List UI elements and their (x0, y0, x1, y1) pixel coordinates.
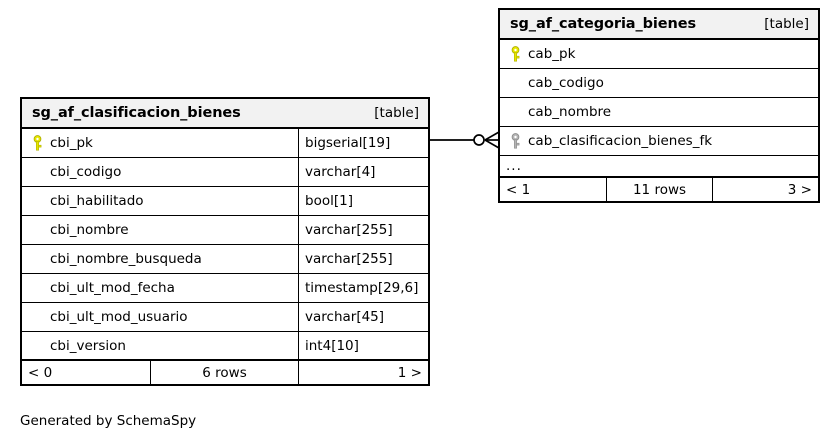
table-row[interactable]: cbi_nombre varchar[255] (22, 216, 428, 245)
column-label: cab_nombre (528, 104, 612, 120)
column-label: cab_pk (528, 46, 576, 62)
column-name-cell: cab_nombre (500, 98, 818, 126)
entity-title: sg_af_clasificacion_bienes (32, 105, 241, 121)
column-label: cbi_nombre_busqueda (50, 251, 202, 267)
primary-key-icon (507, 45, 524, 63)
column-type-cell: bigserial[19] (298, 129, 428, 157)
table-row[interactable]: cbi_nombre_busqueda varchar[255] (22, 245, 428, 274)
row-count-label: 6 rows (150, 361, 298, 384)
table-row[interactable]: cbi_ult_mod_usuario varchar[45] (22, 303, 428, 332)
table-row[interactable]: cbi_habilitado bool[1] (22, 187, 428, 216)
column-label: cbi_version (50, 337, 126, 354)
column-type-cell: timestamp[29,6] (298, 274, 428, 302)
table-row[interactable]: cab_codigo (500, 69, 818, 98)
column-name-cell: cbi_ult_mod_fecha (22, 274, 298, 302)
prev-page-button[interactable]: < 0 (28, 364, 53, 381)
table-row[interactable]: cbi_ult_mod_fecha timestamp[29,6] (22, 274, 428, 303)
entity-header: sg_af_clasificacion_bienes [table] (22, 99, 428, 129)
column-type-cell: bool[1] (298, 187, 428, 215)
table-row[interactable]: cab_pk (500, 40, 818, 69)
table-row[interactable]: cab_clasificacion_bienes_fk (500, 127, 818, 156)
column-type-cell: varchar[4] (298, 158, 428, 186)
column-type-cell: varchar[255] (298, 216, 428, 244)
next-page-button[interactable]: 3 > (712, 178, 818, 201)
column-label: cbi_ult_mod_fecha (50, 280, 175, 296)
entity-type-tag: [table] (764, 16, 809, 32)
generated-by-caption: Generated by SchemaSpy (20, 413, 197, 429)
foreign-key-icon (507, 132, 524, 150)
entity-header: sg_af_categoria_bienes [table] (500, 10, 818, 40)
column-label: cbi_habilitado (50, 193, 144, 209)
entity-footer: < 0 6 rows 1 > (22, 361, 428, 384)
column-name-cell: cab_pk (500, 40, 818, 68)
column-name-cell: cbi_habilitado (22, 187, 298, 215)
column-label: cbi_nombre (50, 222, 129, 238)
table-row[interactable]: cbi_codigo varchar[4] (22, 158, 428, 187)
column-name-cell: cbi_nombre_busqueda (22, 245, 298, 273)
prev-page-button[interactable]: < 1 (506, 181, 531, 198)
table-row[interactable]: cbi_version int4[10] (22, 332, 428, 361)
more-columns-indicator: ... (500, 156, 818, 178)
column-label: cab_codigo (528, 75, 604, 91)
entity-title: sg_af_categoria_bienes (510, 16, 697, 32)
primary-key-icon (29, 134, 46, 152)
column-type-cell: int4[10] (298, 332, 428, 359)
column-name-cell: cbi_codigo (22, 158, 298, 186)
column-type-cell: varchar[45] (298, 303, 428, 331)
column-label: cab_clasificacion_bienes_fk (528, 133, 713, 149)
table-row[interactable]: cab_nombre (500, 98, 818, 127)
column-name-cell: cbi_nombre (22, 216, 298, 244)
column-label: cbi_pk (50, 135, 93, 151)
entity-table-sg-af-categoria-bienes[interactable]: sg_af_categoria_bienes [table] cab_pk (498, 8, 820, 203)
entity-type-tag: [table] (374, 105, 419, 121)
entity-table-sg-af-clasificacion-bienes[interactable]: sg_af_clasificacion_bienes [table] cbi_p… (20, 97, 430, 386)
column-name-cell: cbi_version (22, 332, 298, 359)
relationship-connector (428, 131, 500, 149)
table-row[interactable]: cbi_pk bigserial[19] (22, 129, 428, 158)
column-name-cell: cab_clasificacion_bienes_fk (500, 127, 818, 155)
column-name-cell: cbi_ult_mod_usuario (22, 303, 298, 331)
column-name-cell: cab_codigo (500, 69, 818, 97)
column-type-cell: varchar[255] (298, 245, 428, 273)
column-label: cbi_codigo (50, 164, 122, 180)
column-name-cell: cbi_pk (22, 129, 298, 157)
column-label: cbi_ult_mod_usuario (50, 309, 188, 325)
row-count-label: 11 rows (606, 178, 712, 201)
next-page-button[interactable]: 1 > (298, 361, 428, 384)
entity-footer: < 1 11 rows 3 > (500, 178, 818, 201)
